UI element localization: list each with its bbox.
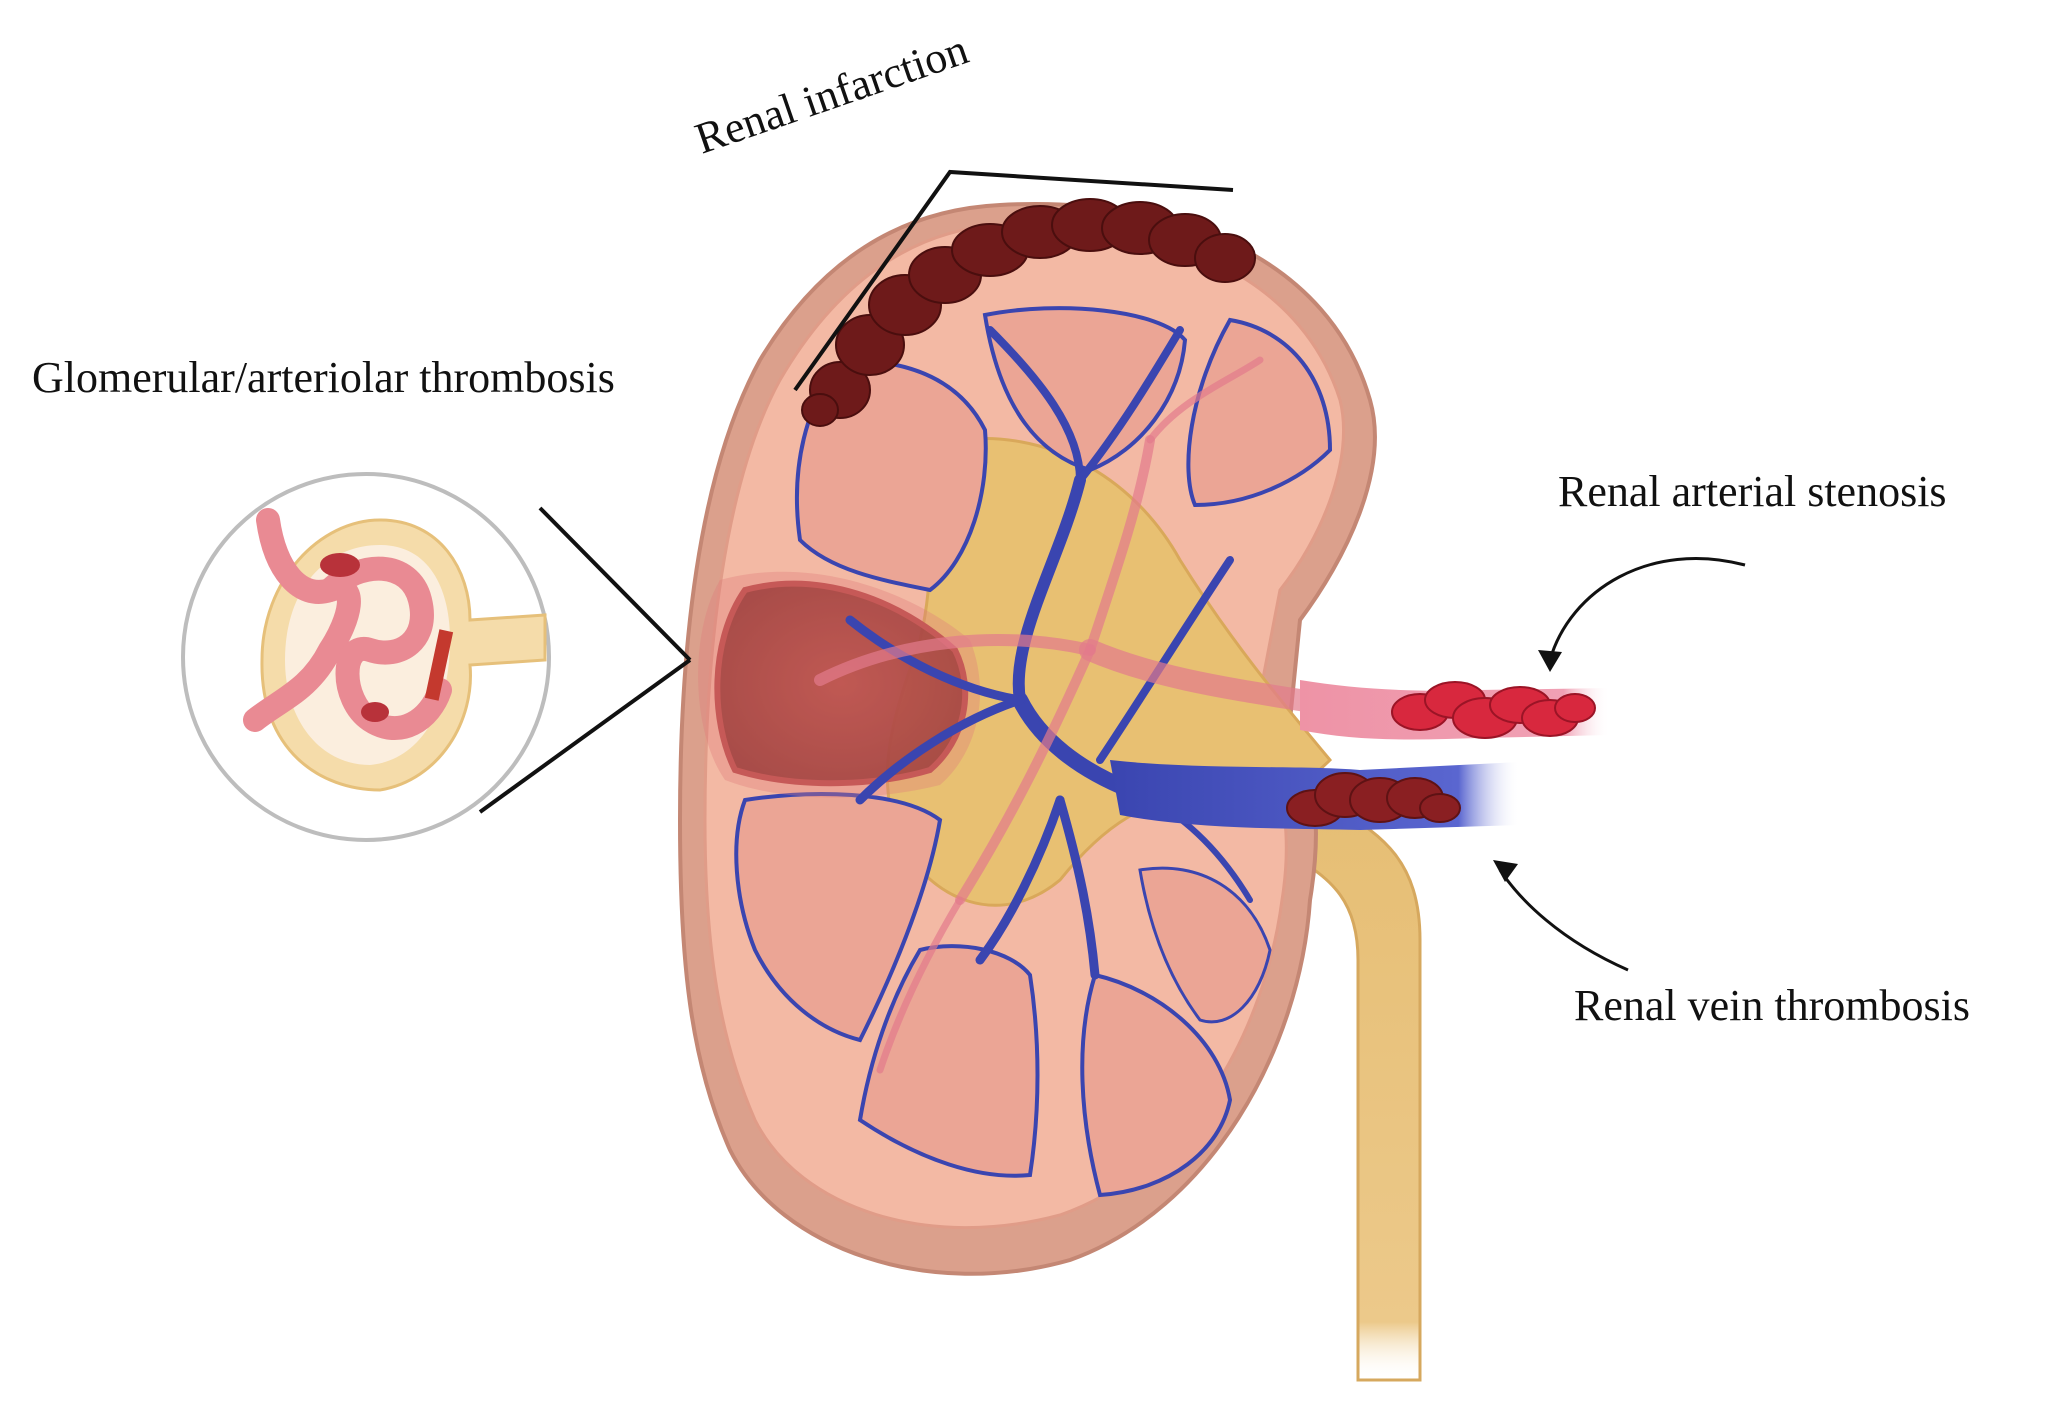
infarcted-pyramid bbox=[714, 580, 969, 787]
renal-arterial-stenosis-label: Renal arterial stenosis bbox=[1558, 467, 1947, 516]
pyramid-top-center bbox=[982, 306, 1188, 473]
infarction-bracket bbox=[793, 169, 1234, 392]
vein-thrombosis-arrow bbox=[1493, 860, 1629, 972]
capillary-clot-small bbox=[361, 702, 389, 722]
renal-arteries bbox=[814, 356, 1341, 1074]
pyramid-lower-right bbox=[1138, 866, 1272, 1024]
zoom-line-bottom bbox=[478, 658, 692, 814]
cortical-infarct bbox=[801, 198, 1256, 427]
capillary-clot bbox=[320, 553, 360, 577]
pyramid-bottom-right bbox=[1080, 972, 1233, 1198]
zoom-line-top bbox=[538, 506, 692, 662]
glomerular-thrombosis-label: Glomerular/arteriolar thrombosis bbox=[32, 353, 615, 402]
glomerular-capillaries bbox=[243, 508, 452, 741]
infarct-halo bbox=[698, 571, 980, 798]
ureter bbox=[1298, 797, 1422, 1382]
glomerulus-inset bbox=[181, 472, 551, 842]
arterial-stenosis-arrow bbox=[1538, 556, 1746, 672]
renal-vein-thrombus bbox=[1286, 772, 1461, 827]
pyramid-top-right bbox=[1186, 317, 1333, 508]
arterial-stenosis-clot bbox=[1391, 681, 1596, 739]
renal-vein-thrombosis-label: Renal vein thrombosis bbox=[1574, 981, 1970, 1030]
arteriole-clot bbox=[424, 629, 454, 701]
pyramid-left-lower bbox=[734, 792, 943, 1043]
